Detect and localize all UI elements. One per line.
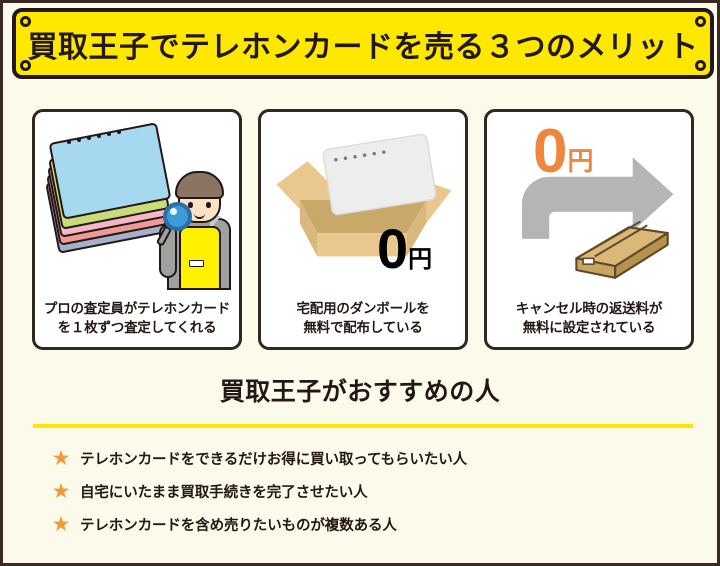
appraiser-figure-icon [155,164,239,290]
star-icon: ★ [51,512,71,536]
caption-line-1: 宅配用のダンボールを [296,300,430,316]
benefit-card-3-caption: キャンセル時の返送料が 無料に設定されている [487,299,691,338]
free-price-badge-card3: 0 円 [533,117,594,186]
caption-line-2: 無料に設定されている [522,320,656,336]
rivet-top-left-icon [20,16,31,27]
list-item: ★ テレホンカードを含め売りたいものが複数ある人 [51,508,671,541]
caption-line-1: プロの査定員がテレホンカード [43,300,231,316]
punch-hole [97,134,101,138]
box-side-right [406,200,427,257]
phonecard-stack-icon [45,122,179,254]
white-phonecard [322,133,437,216]
punch-hole [107,132,111,136]
benefit-card-1-caption: プロの査定員がテレホンカード を１枚ずつ査定してくれる [35,299,239,338]
cardboard-box-with-card-icon: 0 円 [261,112,465,292]
list-item: ★ テレホンカードをできるだけお得に買い取ってもらいたい人 [51,442,671,475]
caption-line-1: キャンセル時の返送料が [515,300,663,316]
recommend-section-title: 買取王子がおすすめの人 [219,378,501,406]
list-item-label: 自宅にいたまま買取手続きを完了させたい人 [80,485,368,501]
star-icon: ★ [51,479,71,503]
return-arrow-with-package-icon: 0 円 [487,112,691,292]
recommend-list: ★ テレホンカードをできるだけお得に買い取ってもらいたい人 ★ 自宅にいたまま買… [51,442,671,541]
flat-package-icon [575,220,669,279]
benefit-card-2-caption: 宅配用のダンボールを 無料で配布している [261,299,465,338]
benefit-card-list: プロの査定員がテレホンカード を１枚ずつ査定してくれる [32,109,694,350]
punch-hole [87,136,91,140]
figure-mouth [194,212,205,219]
badge-unit: 円 [567,146,594,177]
uturn-arrow [521,157,674,239]
benefit-card-3: 0 円 キャンセル時の返送料が 無料に設定さ [484,109,694,350]
badge-unit: 円 [408,245,433,273]
figure-collar-right [210,216,221,230]
star-icon: ★ [51,446,71,470]
badge-amount: 0 [377,217,408,280]
free-price-badge-card2: 0 円 [377,217,433,280]
punch-hole [67,140,71,144]
section-divider [33,424,693,428]
box-side-left [299,200,318,257]
appraiser-with-magnifier-icon [35,112,239,292]
figure-eye-right [206,202,211,208]
banner-plate [12,8,714,79]
page-title: 買取王子でテレホンカードを売る３つのメリット [27,30,699,64]
list-item: ★ 自宅にいたまま買取手続きを完了させたい人 [51,475,671,508]
figure-eye-left [188,202,193,208]
caption-line-2: を１枚ずつ査定してくれる [57,320,217,336]
badge-amount: 0 [533,117,567,186]
figure-nametag [189,260,204,267]
rivet-top-right-icon [695,16,706,27]
figure-hair [175,171,224,199]
box-front [317,233,407,257]
magnifier-glint [170,208,177,215]
benefit-card-2: 0 円 宅配用のダンボールを 無料で配布している [258,109,468,350]
punch-hole [117,130,121,134]
list-item-label: テレホンカードをできるだけお得に買い取ってもらいたい人 [80,452,468,468]
header-banner: 買取王子でテレホンカードを売る３つのメリット [12,8,714,79]
list-item-label: テレホンカードを含め売りたいものが複数ある人 [80,518,397,534]
benefit-card-1: プロの査定員がテレホンカード を１枚ずつ査定してくれる [32,109,242,350]
open-box-illustration [276,133,452,257]
punch-hole [77,138,81,142]
rivet-bottom-left-icon [20,60,31,71]
uturn-arrow-illustration [521,157,674,279]
magnifier-lens-icon [163,202,192,231]
caption-line-2: 無料で配布している [303,320,423,336]
figure-apron [179,226,221,290]
rivet-bottom-right-icon [695,60,706,71]
